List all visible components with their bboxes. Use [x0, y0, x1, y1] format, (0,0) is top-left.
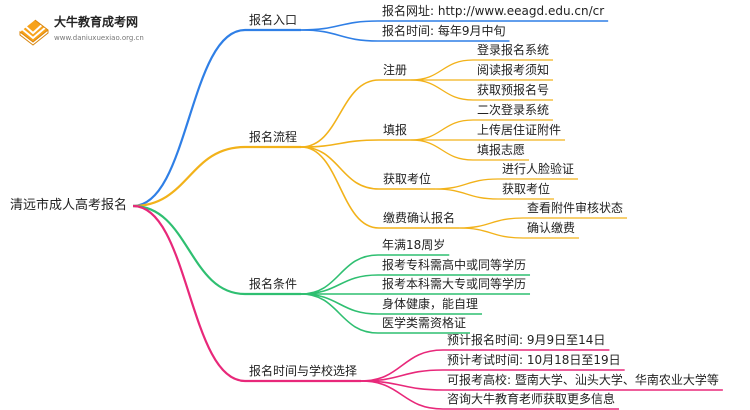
connector-leaf-second-login	[411, 119, 474, 141]
connector-leaf-consult-teacher	[361, 380, 444, 410]
connector-leaf-confirm-payment	[459, 227, 524, 239]
step-pay-confirm: 缴费确认报名	[383, 211, 456, 225]
leaf-registration-url: 报名网址: http://www.eeagd.edu.cn/cr	[382, 4, 605, 18]
leaf-registration-time: 报名时间: 每年9月中旬	[382, 24, 506, 38]
connector-leaf-health-requirement	[301, 293, 379, 315]
leaf-fill-preferences: 填报志愿	[477, 143, 526, 157]
connector-step-register	[301, 79, 380, 148]
leaf-bachelor-requirement: 报考本科需大专或同等学历	[382, 277, 527, 291]
connector-leaf-registration-time	[301, 29, 379, 42]
branch-registration-entry: 报名入口	[249, 13, 298, 27]
connector-leaf-face-verification	[435, 178, 499, 190]
step-get-exam-seat: 获取考位	[383, 172, 432, 186]
leaf-eligible-universities: 可报考高校: 暨南大学、汕头大学、华南农业大学等	[447, 373, 719, 387]
connector-leaf-medical-certificate	[301, 293, 379, 334]
connector-root-branch-registration-entry	[132, 28, 246, 208]
leaf-check-review-status: 查看附件审核状态	[527, 201, 624, 215]
leaf-junior-college-requirement: 报考专科需高中或同等学历	[382, 258, 527, 272]
connector-step-pay-confirm	[301, 146, 380, 229]
connector-leaf-registration-url	[301, 20, 379, 31]
connector-leaf-junior-college-requirement	[301, 274, 379, 295]
leaf-face-verification: 进行人脸验证	[502, 162, 575, 176]
connector-leaf-login-system	[411, 59, 474, 81]
leaf-get-prereg-number: 获取预报名号	[477, 83, 550, 97]
leaf-medical-certificate: 医学类需资格证	[382, 316, 467, 330]
step-register: 注册	[383, 63, 408, 77]
connector-leaf-get-seat	[435, 188, 499, 200]
leaf-login-system: 登录报名系统	[477, 43, 550, 57]
connector-leaf-expected-registration-time	[361, 349, 444, 382]
leaf-get-seat: 获取考位	[502, 182, 551, 196]
connector-root-branch-registration-process	[133, 145, 246, 208]
book-logo-icon	[19, 19, 49, 46]
root-node: 清远市成人高考报名	[10, 198, 128, 213]
connector-leaf-get-prereg-number	[411, 79, 474, 101]
connector-leaf-age-18	[301, 254, 379, 295]
branch-registration-process: 报名流程	[249, 130, 298, 144]
leaf-expected-registration-time: 预计报名时间: 9月9日至14日	[447, 333, 606, 347]
leaf-age-18: 年满18周岁	[382, 238, 446, 252]
connector-step-get-exam-seat	[301, 146, 380, 190]
branch-registration-conditions: 报名条件	[249, 277, 298, 291]
brand-logo: 大牛教育成考网 www.daniuxuexiao.org.cn	[10, 10, 185, 50]
leaf-consult-teacher: 咨询大牛教育老师获取更多信息	[447, 392, 616, 406]
connector-root-branch-time-and-school	[132, 204, 246, 383]
brand-url: www.daniuxuexiao.org.cn	[54, 34, 144, 42]
leaf-health-requirement: 身体健康，能自理	[382, 297, 479, 311]
connector-leaf-fill-preferences	[411, 139, 474, 161]
connector-root-branch-registration-conditions	[133, 204, 246, 296]
leaf-expected-exam-time: 预计考试时间: 10月18日至19日	[447, 353, 621, 367]
leaf-upload-residence-permit: 上传居住证附件	[477, 123, 562, 137]
step-fill-in: 填报	[383, 123, 408, 137]
leaf-confirm-payment: 确认缴费	[527, 221, 576, 235]
leaf-read-notice: 阅读报考须知	[477, 63, 550, 77]
connector-step-fill-in	[301, 139, 380, 148]
leaf-second-login: 二次登录系统	[477, 103, 550, 117]
connector-leaf-check-review-status	[459, 217, 524, 229]
branch-time-and-school: 报名时间与学校选择	[249, 364, 358, 378]
brand-name: 大牛教育成考网	[54, 15, 139, 29]
